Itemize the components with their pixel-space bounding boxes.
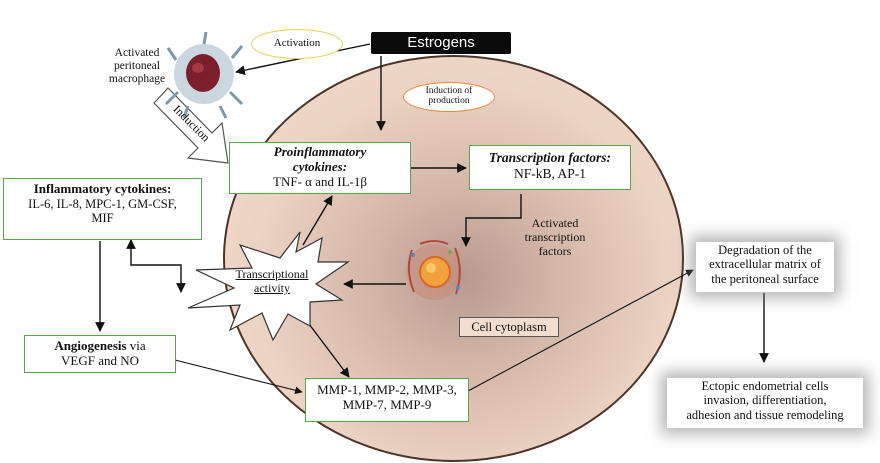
transcriptional-activity-label: Transcriptional activity (235, 267, 309, 295)
inflammatory-cytokines-box: Inflammatory cytokines: IL-6, IL-8, MPC-… (3, 178, 202, 240)
activation-label: Activation (273, 37, 321, 49)
cell-cytoplasm-label: Cell cytoplasm (459, 317, 559, 337)
activation-oval: Activation (251, 29, 343, 59)
nucleus-illustration (406, 240, 462, 300)
activated-transcription-factors-label: Activated transcription factors (524, 216, 586, 258)
induction-of-production-oval: Induction of production (403, 82, 495, 112)
angiogenesis-box: Angiogenesis via VEGF and NO (24, 335, 176, 373)
arrow-mmp-to-degradation (467, 269, 694, 392)
arrow-inflammatory-activity (126, 239, 186, 293)
mmp-box: MMP-1, MMP-2, MMP-3, MMP-7, MMP-9 (305, 378, 469, 422)
induction-arrow (153, 87, 229, 164)
degradation-box: Degradation of the extracellular matrix … (696, 242, 834, 292)
arrow-angiogenesis-to-mmp (174, 359, 303, 395)
ectopic-endometrial-box: Ectopic endometrial cells invasion, diff… (667, 378, 863, 428)
proinflammatory-cytokines-box: Proinflammatory cytokines: TNF- α and IL… (229, 142, 411, 194)
arrow-activity-to-mmp (305, 319, 350, 378)
estrogens-label: Estrogens (371, 32, 511, 54)
arrow-activity-to-cytokines (302, 195, 333, 246)
arrow-tf-to-nucleus (461, 194, 522, 247)
transcription-factors-box: Transcription factors: NF-kB, AP-1 (469, 145, 631, 190)
macrophage-label: Activated peritoneal macrophage (108, 47, 166, 86)
macrophage-illustration (164, 31, 244, 119)
transcriptional-activity-starburst (187, 231, 350, 342)
